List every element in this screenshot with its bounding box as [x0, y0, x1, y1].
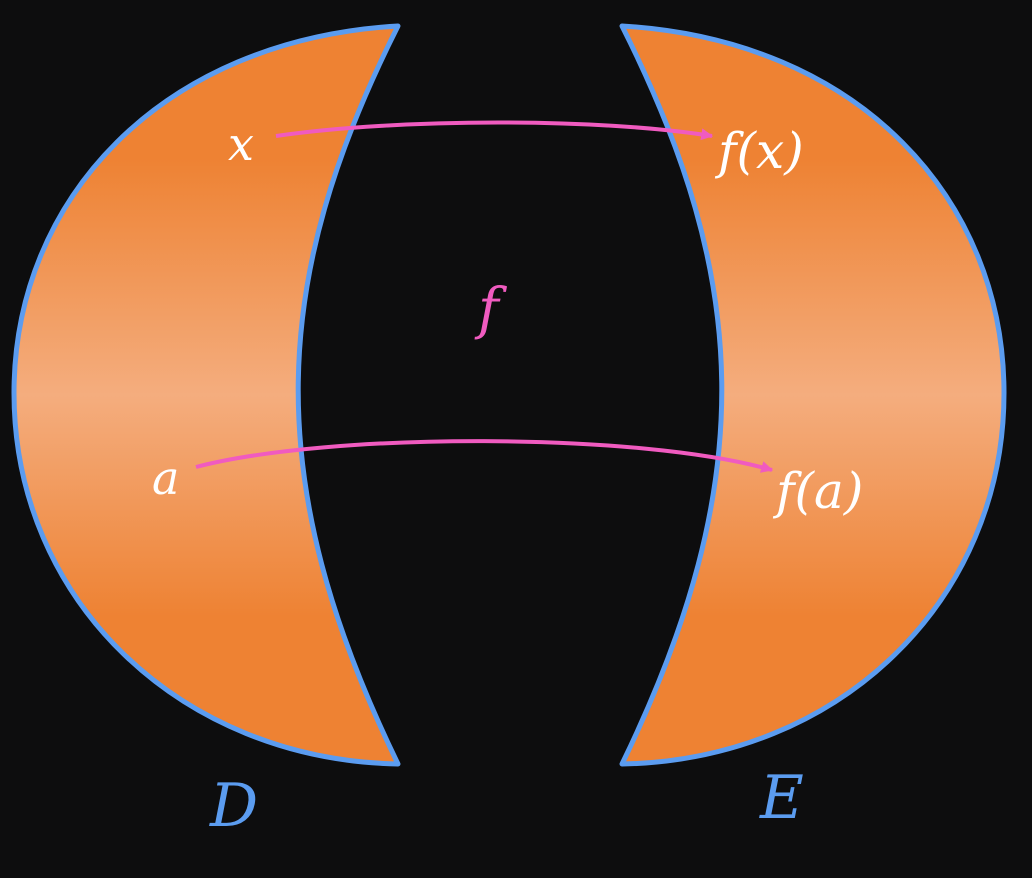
- domain-e-label: E: [759, 763, 804, 833]
- point-fa-label: f(a): [772, 462, 863, 520]
- domain-d-label: D: [209, 771, 258, 841]
- point-fx-label: f(x): [714, 122, 804, 180]
- mapping-arrow-a: [195, 439, 774, 473]
- point-x-label: x: [228, 117, 254, 171]
- domain-region-d: [11, 23, 401, 767]
- mapping-arrow-x: [275, 120, 714, 141]
- codomain-region-e: [619, 23, 1007, 767]
- point-a-label: a: [152, 451, 179, 505]
